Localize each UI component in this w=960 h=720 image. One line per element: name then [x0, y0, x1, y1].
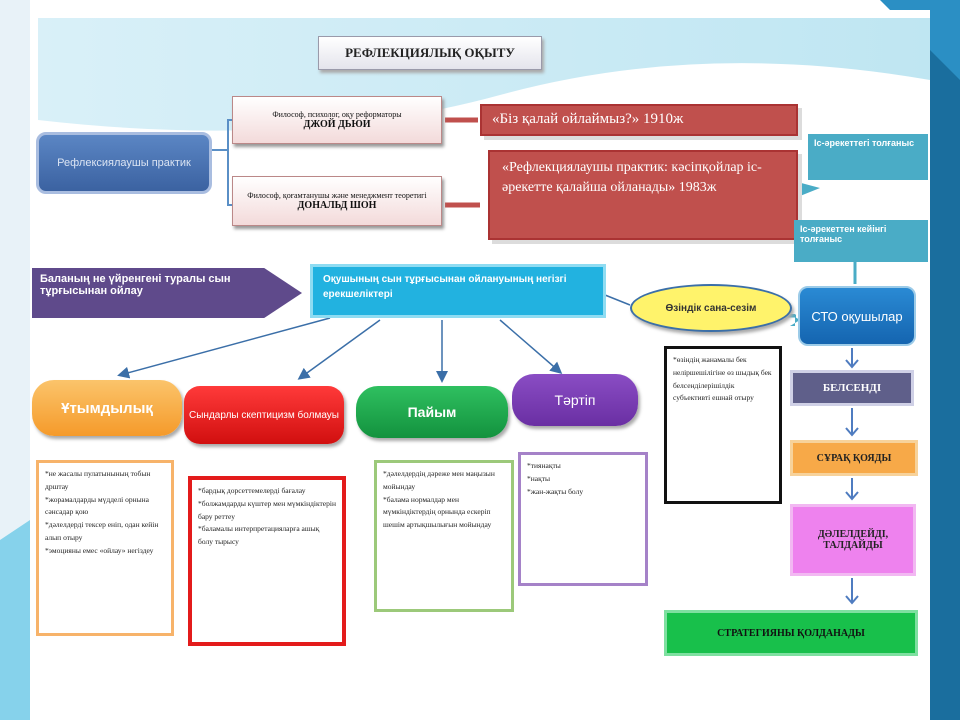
list-item: *дәлелдерді тексер еніп, одан кейін алып… — [45, 520, 159, 542]
down-arrow-1 — [845, 348, 859, 369]
category-discipline: Тәртіп — [512, 374, 638, 426]
dewey-box: Философ, психолог, оқу реформаторы ДЖОЙ … — [232, 96, 442, 144]
down-arrow-2 — [845, 408, 859, 437]
step-uses-strategy: СТРАТЕГИЯНЫ ҚОЛДАНАДЫ — [664, 610, 918, 656]
list-item: *жан-жақты болу — [527, 486, 584, 496]
book1-box: «Біз қалай ойлаймыз?» 1910ж — [480, 104, 798, 136]
list-rationality: *не жасалы пулатынының тобын дрштау *жор… — [36, 460, 174, 636]
category-judgment: Пайым — [356, 386, 508, 438]
dewey-description: Философ, психолог, оқу реформаторы — [272, 110, 402, 119]
list-judgment: *дәлелдердің дәреже мен маңызын мойындау… — [374, 460, 514, 612]
list-item: *өзіндің жанамалы бек неліршешілігіне өз… — [673, 355, 772, 403]
list-item: *нақты — [527, 473, 551, 483]
line-to-oval — [604, 294, 631, 306]
book2-box: «Рефлекциялаушы практик: кәсіпқойлар іс-… — [488, 150, 798, 240]
self-awareness-oval: Өзіндік сана-сезім — [630, 284, 792, 332]
arrow-to-cto — [790, 300, 800, 326]
arrow-to-c4 — [499, 319, 563, 374]
left-bracket — [212, 119, 232, 206]
left-node-reflective-practitioner: Рефлексиялаушы практик — [36, 132, 212, 194]
list-item: *дәлелдердің дәреже мен маңызын мойындау — [383, 469, 495, 491]
list-item: *балама нормалдар мен мүмкіндіктердің ор… — [383, 494, 492, 530]
right-blue-bar — [900, 0, 960, 720]
diagram-title: РЕФЛЕКЦИЯЛЫҚ ОҚЫТУ — [318, 36, 542, 70]
arrow-to-c1 — [117, 317, 331, 379]
down-arrow-4 — [845, 578, 859, 605]
schon-description: Философ, қоғамтанушы және менеджмент тео… — [247, 191, 427, 200]
list-item: *баламалы интерпретацияларға ашық болу т… — [198, 524, 320, 546]
center-features-box: Оқушының сын тұрғысынан ойлануының негіз… — [310, 264, 606, 318]
arrow-to-c2 — [297, 319, 381, 380]
category-constructive-skepticism: Сындарлы скептицизм болмауы — [184, 386, 344, 444]
step-proves-analyzes: ДӘЛЕЛДЕЙДІ, ТАЛДАЙДЫ — [790, 504, 916, 576]
schon-name: ДОНАЛЬД ШОН — [297, 200, 377, 211]
category-rationality: Ұтымдылық — [32, 380, 182, 436]
dewey-name: ДЖОЙ ДЬЮИ — [303, 119, 371, 130]
list-item: *не жасалы пулатынының тобын дрштау — [45, 469, 151, 491]
list-discipline: *тиянақты *нақты *жан-жақты болу — [518, 452, 648, 586]
list-self-awareness: *өзіндің жанамалы бек неліршешілігіне өз… — [664, 346, 782, 504]
step-active: БЕЛСЕНДІ — [790, 370, 914, 406]
schon-box: Философ, қоғамтанушы және менеджмент тео… — [232, 176, 442, 226]
list-item: *эмоцияны емес «ойлау» негіздеу — [45, 545, 154, 555]
list-item: *жорамалдарды мүдделі орнына сәнсадар қо… — [45, 494, 149, 517]
down-arrow-3 — [845, 478, 859, 501]
list-item: *тиянақты — [527, 461, 561, 470]
cto-students-box: СТО оқушылар — [798, 286, 916, 346]
callout-in-action: Іс-әрекеттегі толғаныс — [808, 134, 928, 180]
list-item: *бардық дорсеттемелерді бағалау — [198, 486, 306, 495]
left-bottom-accent — [0, 520, 30, 720]
step-asks-questions: СҰРАҚ ҚОЯДЫ — [790, 440, 918, 476]
callout-after-action: Іс-әрекеттен кейінгі толғаныс — [794, 220, 928, 262]
list-item: *болжамдарды күштер мен мүмкіндіктерін б… — [198, 498, 336, 521]
purple-arrow-critical-thinking: Баланың не үйренгені туралы сын тұрғысын… — [32, 268, 302, 318]
list-skepticism: *бардық дорсеттемелерді бағалау *болжамд… — [188, 476, 346, 646]
